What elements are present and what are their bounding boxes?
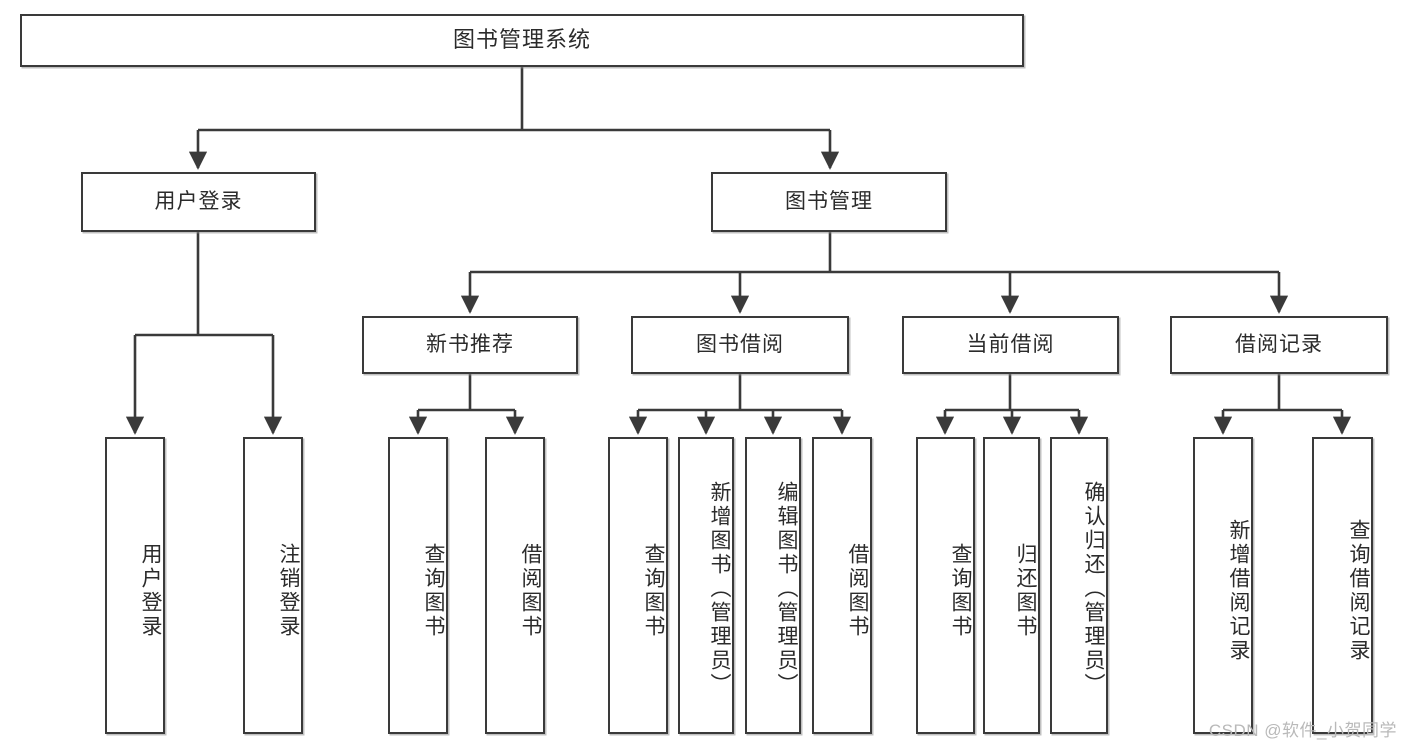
leaf-currentborrow-query-books[interactable]: 查询图书 bbox=[916, 437, 975, 734]
leaf-bookborrow-edit-book-admin[interactable]: 编辑图书（管理员） bbox=[745, 437, 801, 734]
leaf-user-login-signout[interactable]: 注销登录 bbox=[243, 437, 303, 734]
leaf-bookborrow-borrow-book[interactable]: 借阅图书 bbox=[812, 437, 872, 734]
leaf-bookborrow-add-book-admin[interactable]: 新增图书（管理员） bbox=[678, 437, 734, 734]
leaf-borrowrecords-add-record[interactable]: 新增借阅记录 bbox=[1193, 437, 1253, 734]
leaf-newbook-borrow-books[interactable]: 借阅图书 bbox=[485, 437, 545, 734]
leaf-currentborrow-return-books[interactable]: 归还图书 bbox=[983, 437, 1040, 734]
watermark-credit: CSDN @软件_小贺同学 bbox=[1208, 721, 1397, 740]
node-current-borrow[interactable]: 当前借阅 bbox=[902, 316, 1119, 374]
node-book-borrow[interactable]: 图书借阅 bbox=[631, 316, 849, 374]
node-user-login[interactable]: 用户登录 bbox=[81, 172, 316, 232]
leaf-currentborrow-confirm-return-admin[interactable]: 确认归还（管理员） bbox=[1050, 437, 1108, 734]
node-new-book-recommend[interactable]: 新书推荐 bbox=[362, 316, 578, 374]
node-book-management[interactable]: 图书管理 bbox=[711, 172, 947, 232]
node-borrow-records[interactable]: 借阅记录 bbox=[1170, 316, 1388, 374]
leaf-borrowrecords-query-record[interactable]: 查询借阅记录 bbox=[1312, 437, 1373, 734]
leaf-newbook-query-books[interactable]: 查询图书 bbox=[388, 437, 448, 734]
leaf-user-login-signin[interactable]: 用户登录 bbox=[105, 437, 165, 734]
node-root-system[interactable]: 图书管理系统 bbox=[20, 14, 1024, 67]
leaf-bookborrow-query-books[interactable]: 查询图书 bbox=[608, 437, 668, 734]
